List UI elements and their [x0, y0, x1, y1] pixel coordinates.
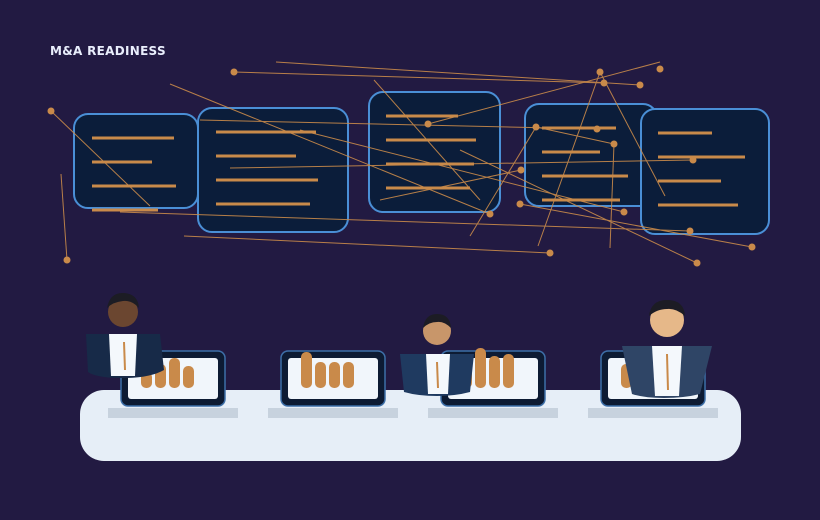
panel-text-lines	[386, 114, 476, 190]
dashboard-panel	[197, 107, 349, 233]
desk-shadows	[108, 408, 718, 418]
dashboard-panel	[368, 91, 501, 213]
laptop-bar-chart	[301, 352, 354, 388]
person-middle	[400, 314, 474, 396]
dashboard-panel	[640, 108, 770, 235]
person-right	[622, 300, 712, 398]
person-left	[86, 292, 164, 378]
desk	[80, 390, 741, 461]
panel-text-lines	[658, 131, 745, 207]
network-nodes	[47, 65, 756, 267]
panel-text-lines	[216, 130, 318, 206]
dashboard-panels	[73, 91, 770, 235]
dashboard-panel	[73, 113, 199, 212]
laptop	[280, 350, 386, 407]
network-lines	[50, 61, 753, 264]
panel-text-lines	[92, 136, 176, 212]
page-title: M&A READINESS	[50, 44, 166, 58]
